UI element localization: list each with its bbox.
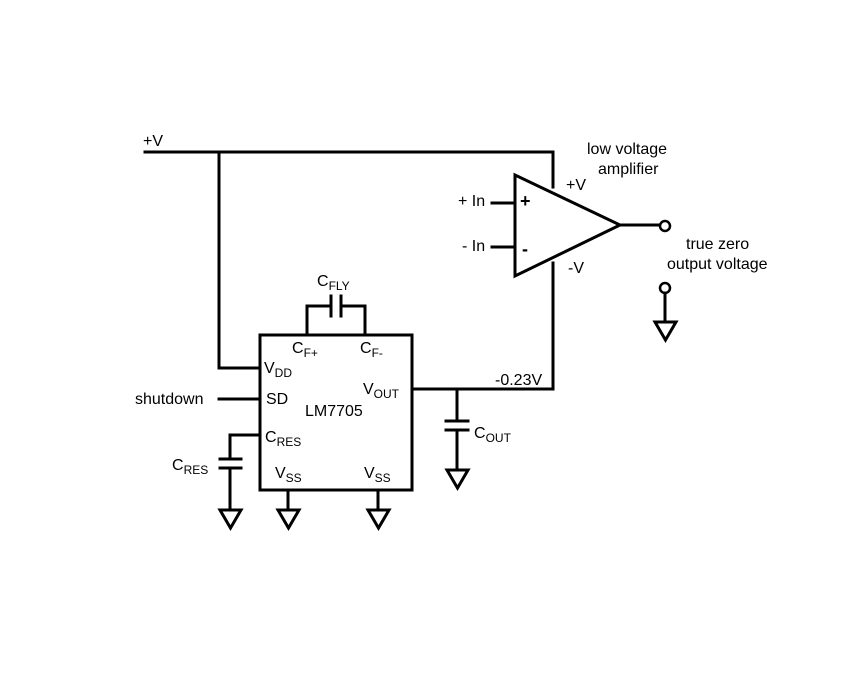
cres-label-sub: RES [184,463,209,477]
cfm-label-sub: F- [372,346,383,360]
vdd-label-main: V [264,360,275,377]
cfly-capacitor [305,294,367,337]
cfp-pin-label: CF+ [292,340,318,360]
cfly-label-sub: FLY [329,279,350,293]
vdd-pin-label: VDD [264,360,292,380]
cres-pin-sub: RES [277,435,302,449]
output-terminal [658,219,672,233]
vout-label-sub: OUT [374,387,400,401]
amp-vplus-label: +V [566,177,586,194]
vss2-label-sub: SS [375,471,391,485]
cres-capacitor [218,433,262,512]
opamp-symbol [513,172,624,279]
chip-name: LM7705 [305,403,363,420]
opamp-plus-sign: + [520,191,531,211]
vplus-label: +V [143,133,163,150]
output-label-line1: true zero [686,236,749,253]
ground-icon [217,508,244,531]
vplus-rail [143,150,555,370]
cout-label-main: C [474,425,486,442]
amp-vminus-label: -V [568,260,584,277]
in-minus-label: - In [462,238,485,255]
opamp-inputs [490,201,517,249]
ground-icon [365,508,392,531]
vss2-label-main: V [364,465,375,482]
ground-icon [275,508,302,531]
cres-pin-label: CRES [265,429,301,449]
vout-label-main: V [363,381,374,398]
vout-pin-label: VOUT [363,381,400,401]
output-label-line2: output voltage [667,256,768,273]
amp-title-line1: low voltage [587,141,667,158]
negative-supply-wire [410,261,555,422]
cfly-label-main: C [317,273,329,290]
vss1-pin-label: VSS [275,465,302,485]
cfp-label-sub: F+ [304,346,318,360]
shutdown-label: shutdown [135,391,204,408]
opamp-minus-sign: - [522,239,528,259]
cout-capacitor [444,419,470,472]
neg-voltage-label: -0.23V [495,372,542,389]
vss1-label-sub: SS [286,471,302,485]
vdd-label-sub: DD [275,366,293,380]
sd-pin-label: SD [266,391,288,408]
cfp-label-main: C [292,340,304,357]
cfly-label: CFLY [317,273,350,293]
cout-label-sub: OUT [486,431,512,445]
cfm-pin-label: CF- [360,340,383,360]
cres-label: CRES [172,457,208,477]
ground-icon [652,320,679,343]
cres-pin-main: C [265,429,277,446]
vss2-pin-label: VSS [364,465,391,485]
cout-label: COUT [474,425,512,445]
lm7705-chip [258,333,414,492]
in-plus-label: + In [458,193,485,210]
ground-icon [444,468,471,491]
vss1-label-main: V [275,465,286,482]
amp-title-line2: amplifier [598,161,659,178]
cres-label-main: C [172,457,184,474]
cfm-label-main: C [360,340,372,357]
